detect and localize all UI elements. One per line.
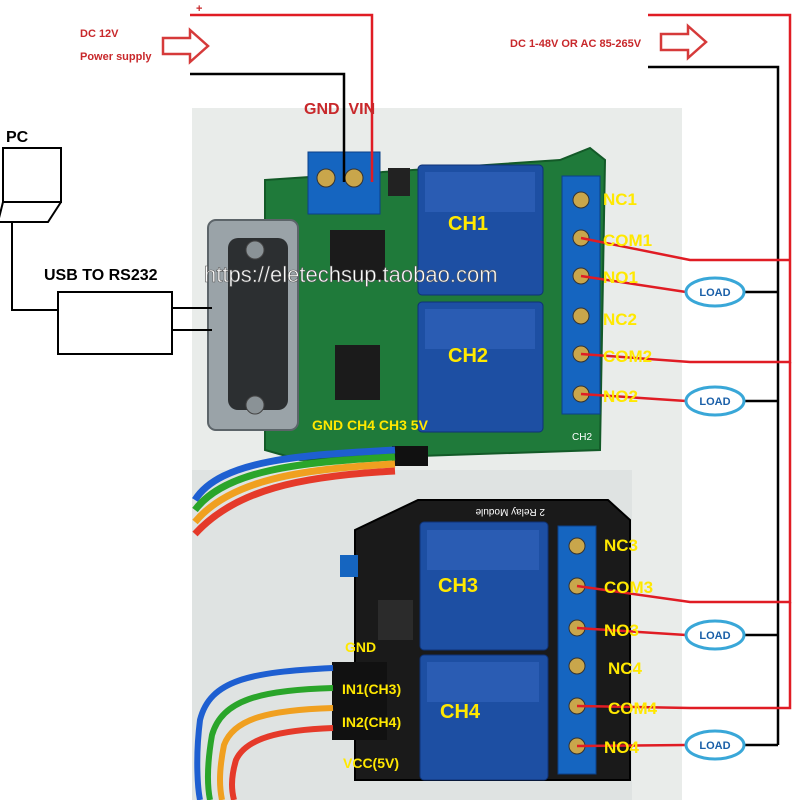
load-2-label: LOAD — [699, 396, 730, 408]
pin-in2: IN2(CH4) — [342, 714, 401, 730]
terminal-com4: COM4 — [608, 699, 658, 718]
pc-icon — [0, 147, 62, 223]
relay-ch4-label: CH4 — [440, 701, 481, 723]
terminal-no3: NO3 — [604, 621, 639, 640]
watermark-url: https://eletechsup.taobao.com — [204, 262, 498, 287]
terminal-block-board2 — [557, 525, 597, 775]
load-return-wires — [744, 290, 778, 747]
load-4: LOAD — [684, 729, 746, 761]
terminal-block-board1 — [561, 175, 601, 415]
relay-ch2-label: CH2 — [448, 345, 488, 367]
ac-supply-label: DC 1-48V OR AC 85-265V — [510, 38, 642, 50]
pin-vcc: VCC(5V) — [343, 755, 399, 771]
terminal-nc1: NC1 — [603, 190, 637, 209]
terminal-nc4: NC4 — [608, 659, 643, 678]
terminal-no2: NO2 — [603, 387, 638, 406]
power-wires — [190, 13, 792, 745]
relay-ch1-label: CH1 — [448, 213, 488, 235]
load-1-label: LOAD — [699, 287, 730, 299]
terminal-com2: COM2 — [603, 347, 652, 366]
load-3-label: LOAD — [699, 630, 730, 642]
board1-ch2-silk: CH2 — [572, 432, 592, 443]
board2 — [332, 499, 631, 781]
terminal-no4: NO4 — [604, 738, 640, 757]
pc-cable — [11, 222, 212, 331]
db9-connector — [207, 219, 299, 431]
ac-arrow-icon — [659, 23, 708, 61]
converter-label: USB TO RS232 — [44, 267, 158, 284]
no-wires — [576, 274, 687, 748]
pin-in1: IN1(CH3) — [342, 681, 401, 697]
dc-label-line1: DC 12V — [80, 28, 119, 40]
load-2: LOAD — [684, 385, 746, 417]
pin-gnd: GND — [345, 639, 376, 655]
board2-silk: 2 Relay Module — [475, 506, 545, 517]
board1 — [207, 146, 607, 466]
load-4-label: LOAD — [699, 740, 730, 752]
terminal-com3: COM3 — [604, 578, 653, 597]
terminal-no1: NO1 — [603, 268, 638, 287]
load-1: LOAD — [684, 276, 746, 308]
com-wires — [576, 236, 792, 710]
plus-label: + — [196, 3, 202, 15]
gnd-vin-label: GND VIN — [304, 101, 375, 118]
board1-header-label: GND CH4 CH3 5V — [312, 417, 429, 433]
ribbon-cable — [192, 446, 396, 537]
terminal-nc3: NC3 — [604, 536, 638, 555]
usb-rs232-converter — [57, 291, 173, 355]
dc-label-line2: Power supply — [80, 51, 152, 63]
pc-label: PC — [6, 129, 29, 146]
dc-arrow-icon — [161, 27, 210, 65]
relay-ch3-label: CH3 — [438, 575, 478, 597]
input-cable — [194, 665, 334, 800]
terminal-com1: COM1 — [603, 231, 652, 250]
terminal-nc2: NC2 — [603, 310, 637, 329]
load-3: LOAD — [684, 619, 746, 651]
